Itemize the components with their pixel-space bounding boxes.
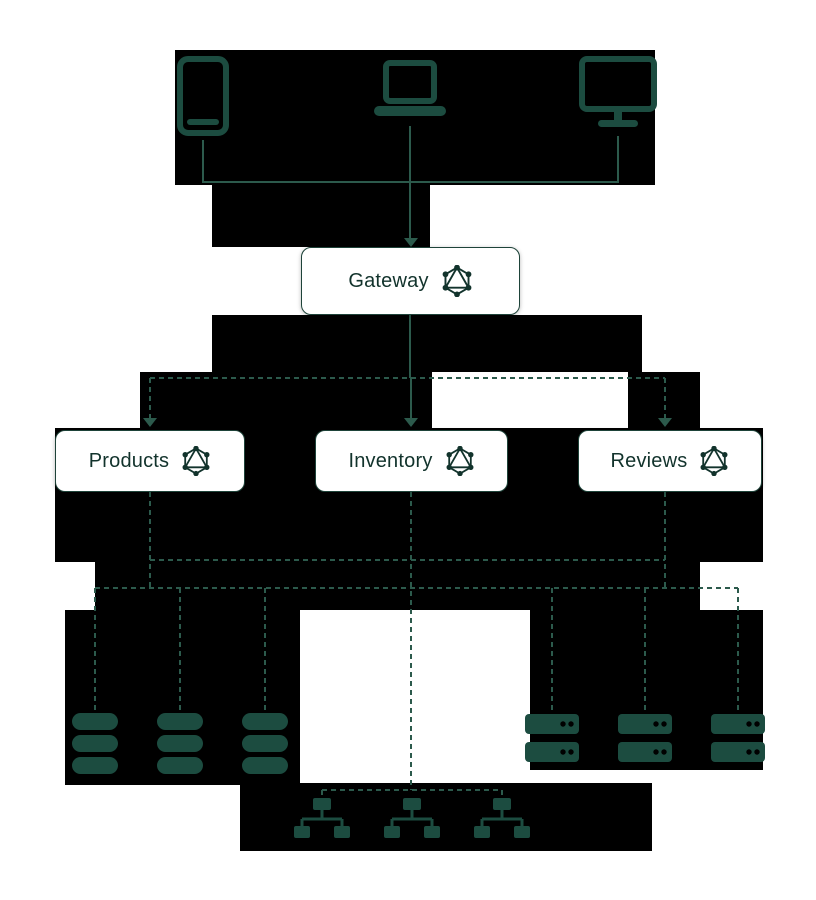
- reviews-label: Reviews: [610, 449, 688, 472]
- dashed-connectors: [94, 377, 739, 799]
- background-block-below-gateway: [212, 315, 642, 372]
- laptop-icon: [372, 60, 448, 122]
- arrowheads: [143, 238, 672, 427]
- background-block-databases: [65, 610, 300, 785]
- inventory-node: Inventory: [315, 430, 508, 492]
- tablet-icon: [177, 56, 229, 136]
- products-label: Products: [88, 449, 170, 472]
- background-block-under-clients: [212, 185, 430, 247]
- graphql-icon: [699, 446, 729, 476]
- gateway-label: Gateway: [348, 269, 429, 292]
- graphql-icon: [441, 265, 473, 297]
- database-icon: [72, 713, 118, 774]
- products-node: Products: [55, 430, 245, 492]
- desktop-monitor-icon: [579, 56, 657, 130]
- server-icon: [618, 710, 672, 766]
- background-block-top: [175, 50, 655, 185]
- graphql-icon: [181, 446, 211, 476]
- inventory-label: Inventory: [348, 449, 433, 472]
- background-block-networks: [240, 783, 652, 851]
- background-block-bus: [95, 562, 700, 610]
- gateway-node: Gateway: [301, 247, 520, 315]
- database-icon: [157, 713, 203, 774]
- reviews-node: Reviews: [578, 430, 762, 492]
- server-icon: [711, 710, 765, 766]
- network-hub-icon: [294, 798, 350, 846]
- network-hub-icon: [474, 798, 530, 846]
- network-hub-icon: [384, 798, 440, 846]
- graphql-icon: [445, 446, 475, 476]
- solid-connectors: [202, 126, 619, 419]
- background-block-mid-left: [140, 372, 432, 428]
- server-icon: [525, 710, 579, 766]
- database-icon: [242, 713, 288, 774]
